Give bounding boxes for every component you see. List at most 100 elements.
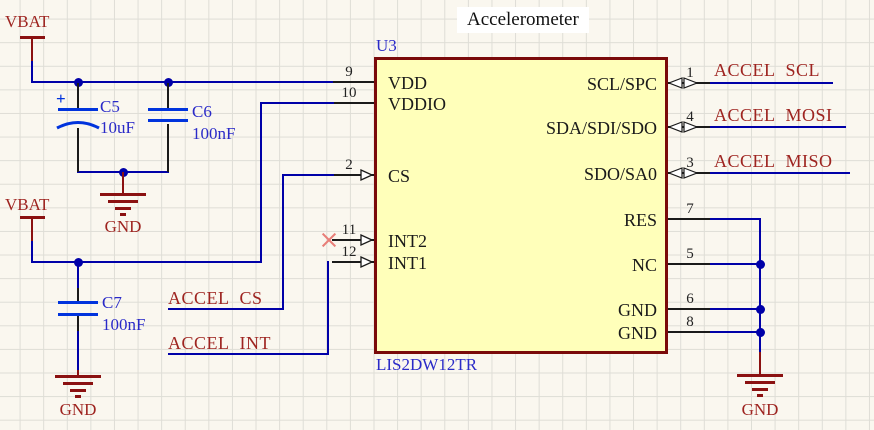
capacitor-pin <box>77 288 79 303</box>
wire-segment <box>31 261 262 263</box>
net-label-accel-scl[interactable]: ACCEL SCL <box>714 60 821 80</box>
wire-segment <box>327 261 329 355</box>
gnd-bar-icon <box>120 213 126 216</box>
pin-name-vdd: VDD <box>388 73 427 93</box>
net-label-accel-int[interactable]: ACCEL INT <box>168 333 271 353</box>
input-arrow-icon <box>360 169 374 181</box>
capacitor-curved-plate <box>56 121 100 130</box>
junction-dot <box>756 328 765 337</box>
polarity-plus-icon: + <box>56 89 66 108</box>
pin-7-number: 7 <box>686 201 694 217</box>
power-port-label: GND <box>59 400 97 419</box>
gnd-bar-icon <box>757 394 763 397</box>
gnd-bar-icon <box>752 388 768 391</box>
wire-segment <box>710 218 761 220</box>
vbat-stem <box>31 38 33 61</box>
bidirectional-arrow-icon <box>668 77 698 89</box>
capacitor-pin <box>167 124 169 172</box>
pin-10-number: 10 <box>341 85 357 101</box>
capacitor-plate <box>58 313 98 316</box>
pin-2-number: 2 <box>345 157 353 173</box>
no-connect-x-icon <box>321 232 337 248</box>
input-arrow-icon <box>360 256 374 268</box>
pin-name-sdo-sa0: SDO/SA0 <box>583 164 657 184</box>
ic-designator: U3 <box>376 36 397 55</box>
wire-segment <box>710 126 846 128</box>
capacitor-pin <box>77 128 79 172</box>
wire-segment <box>31 81 333 83</box>
vbat-stem <box>31 218 33 241</box>
pin-6-stub <box>668 308 711 310</box>
power-port-label: GND <box>741 400 779 419</box>
capacitor-designator: C6 <box>192 102 212 121</box>
gnd-stem <box>77 370 79 377</box>
gnd-bar-icon <box>100 193 146 196</box>
pin-4-number: 4 <box>686 109 694 125</box>
pin-name-gnd8: GND <box>618 323 657 343</box>
capacitor-designator: C5 <box>100 97 120 116</box>
pin-8-stub <box>668 331 711 333</box>
capacitor-value: 10uF <box>100 118 135 137</box>
wire-segment <box>260 102 262 263</box>
wire-segment <box>77 330 79 372</box>
power-port-label: VBAT <box>5 195 50 214</box>
pin-12-number: 12 <box>341 244 357 260</box>
pin-name-gnd6: GND <box>618 300 657 320</box>
pin-1-number: 1 <box>686 65 694 81</box>
pin-3-number: 3 <box>686 155 694 171</box>
capacitor-value: 100nF <box>102 315 146 334</box>
capacitor-value: 100nF <box>192 124 236 143</box>
capacitor-pin <box>167 83 169 110</box>
capacitor-plate <box>148 108 188 111</box>
wire-segment <box>282 174 334 176</box>
wire-segment <box>77 262 79 289</box>
pin-name-int1: INT1 <box>388 253 427 273</box>
gnd-bar-icon <box>63 382 93 385</box>
junction-dot <box>74 258 83 267</box>
pin-9-number: 9 <box>345 64 353 80</box>
wire-segment <box>31 60 33 83</box>
pin-name-nc: NC <box>631 255 657 275</box>
bidirectional-arrow-icon <box>668 121 698 133</box>
pin-name-scl-spc: SCL/SPC <box>586 74 657 94</box>
bidirectional-arrow-icon <box>668 167 698 179</box>
pin-11-number: 11 <box>341 222 357 238</box>
gnd-bar-icon <box>70 389 86 392</box>
wire-segment <box>710 331 761 333</box>
net-label-accel-miso[interactable]: ACCEL MISO <box>714 151 833 171</box>
net-label-accel-mosi[interactable]: ACCEL MOSI <box>714 105 833 125</box>
pin-5-number: 5 <box>686 246 694 262</box>
junction-dot <box>756 305 765 314</box>
net-label-accel-cs[interactable]: ACCEL CS <box>168 288 263 308</box>
gnd-bar-icon <box>115 207 131 210</box>
pin-name-int2: INT2 <box>388 231 427 251</box>
capacitor-plate <box>58 301 98 304</box>
wire-segment <box>759 218 761 354</box>
wire-segment <box>710 263 761 265</box>
gnd-stem <box>759 352 761 376</box>
pin-10-stub <box>332 102 374 104</box>
vbat-bar-icon <box>20 36 45 39</box>
wire-segment <box>168 308 284 310</box>
wire-segment <box>282 174 284 310</box>
gnd-bar-icon <box>737 374 783 377</box>
pin-name-sda-sdi-sdo: SDA/SDI/SDO <box>545 118 657 138</box>
gnd-bar-icon <box>745 381 775 384</box>
wire-segment <box>710 172 850 174</box>
pin-name-res: RES <box>623 210 657 230</box>
power-port-label: VBAT <box>5 12 50 31</box>
pin-12-stub <box>332 261 374 263</box>
pin-7-stub <box>668 218 711 220</box>
capacitor-plate <box>148 119 188 122</box>
power-port-label: GND <box>104 217 142 236</box>
capacitor-pin <box>77 316 79 331</box>
pin-2-stub <box>332 174 374 176</box>
wire-segment <box>168 353 329 355</box>
ic-part-number: LIS2DW12TR <box>376 355 478 374</box>
ic-body[interactable] <box>374 57 668 354</box>
capacitor-designator: C7 <box>102 293 122 312</box>
input-arrow-icon <box>360 234 374 246</box>
sheet-title: Accelerometer <box>457 7 589 33</box>
wire-segment <box>260 102 334 104</box>
